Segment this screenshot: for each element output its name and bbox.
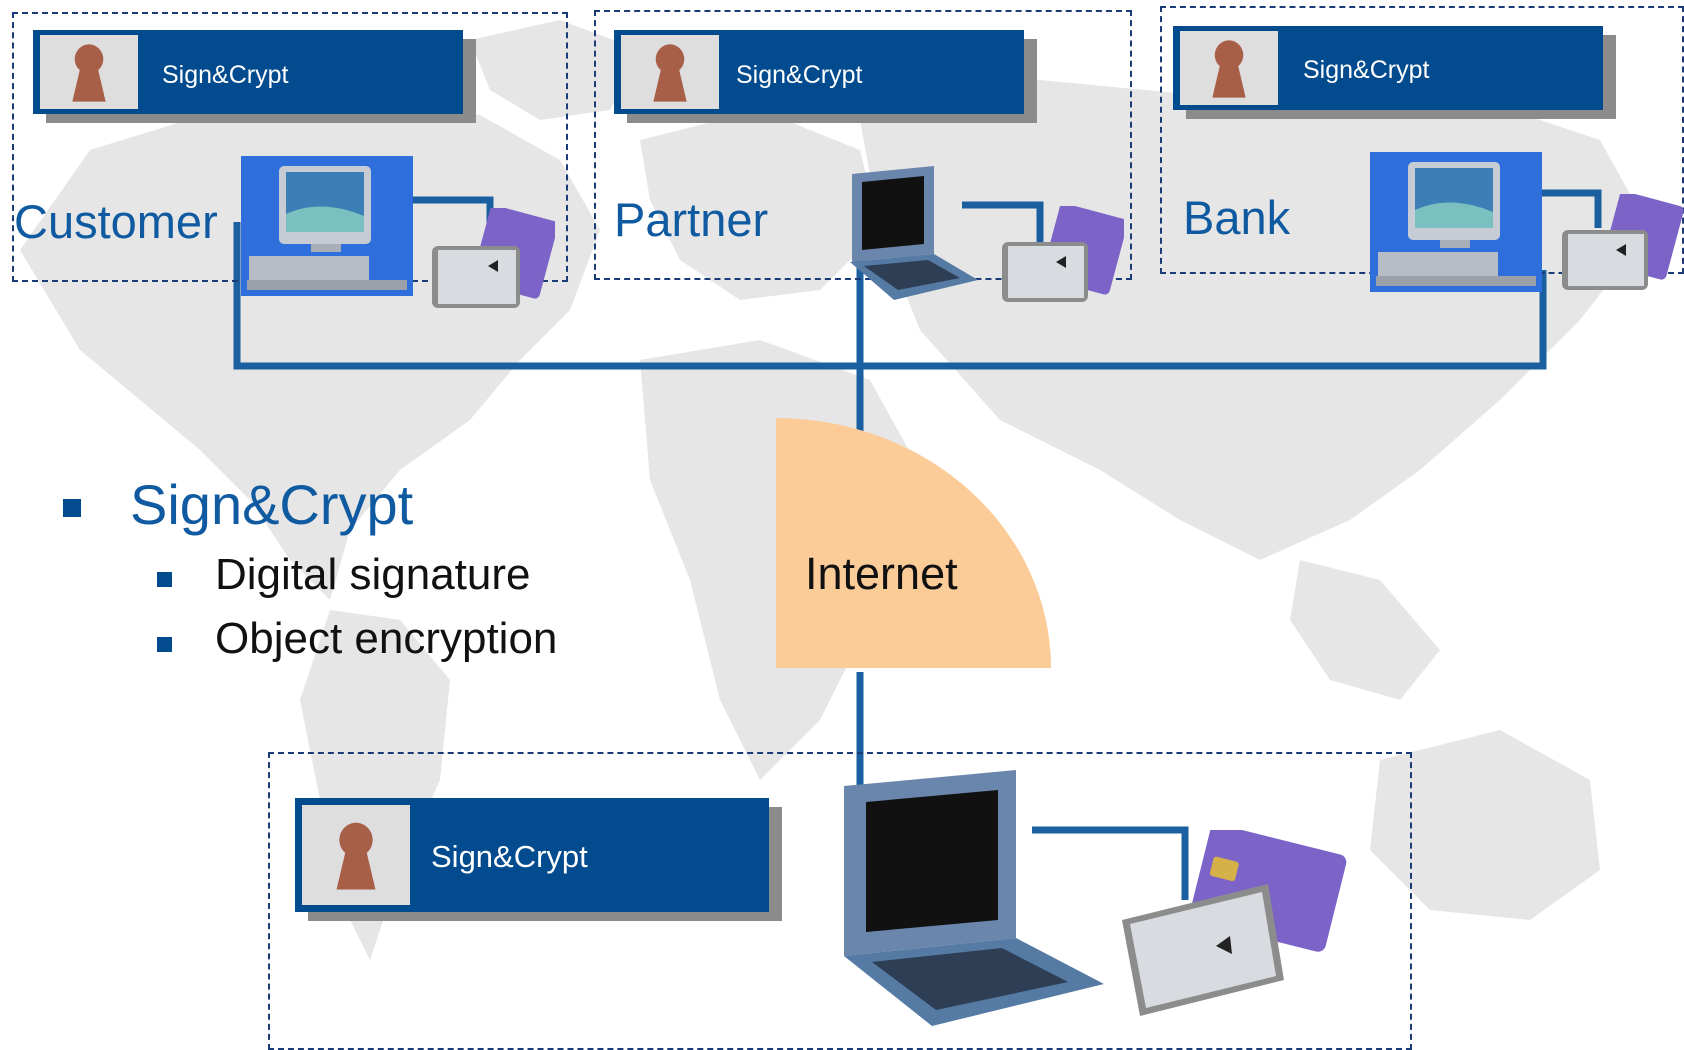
partner-zone <box>594 10 1132 280</box>
pc-card-reader-icon <box>1002 206 1124 302</box>
partner-sign-crypt-banner: Sign&Crypt <box>614 30 1024 114</box>
banner-label: Sign&Crypt <box>431 839 588 874</box>
southeast-asia-shape <box>1290 560 1440 700</box>
mobile-zone <box>268 752 1412 1050</box>
desktop-computer-icon <box>241 156 413 296</box>
partner-card-cable <box>962 201 1044 245</box>
keyhole-icon <box>621 35 719 109</box>
bank-sign-crypt-banner: Sign&Crypt <box>1173 26 1603 110</box>
feature-item: Object encryption <box>215 614 558 663</box>
north-america-shape <box>20 90 600 600</box>
banner-label: Sign&Crypt <box>162 61 289 89</box>
feature-item: Digital signature <box>215 550 531 599</box>
laptop-icon <box>844 770 1104 1026</box>
banner-label: Sign&Crypt <box>1303 56 1430 84</box>
feature-heading: Sign&Crypt <box>130 473 414 536</box>
bank-card-cable <box>1525 189 1602 228</box>
pc-card-reader-icon <box>432 208 555 308</box>
laptop-icon <box>850 166 978 300</box>
europe-shape <box>640 110 880 300</box>
partner-label: Partner <box>614 193 769 246</box>
main-bullet <box>63 499 81 517</box>
customer-label: Customer <box>14 195 218 248</box>
keyhole-icon <box>302 805 410 905</box>
bank-uplink-line <box>860 270 1547 370</box>
internet-cloud-shape <box>776 418 1051 668</box>
internet-label: Internet <box>805 548 958 599</box>
banner-label: Sign&Crypt <box>736 61 863 89</box>
desktop-computer-icon <box>1370 152 1542 292</box>
customer-sign-crypt-banner: Sign&Crypt <box>33 30 463 114</box>
customer-uplink-line <box>233 222 860 370</box>
keyhole-icon <box>1180 31 1278 105</box>
greenland-shape <box>470 20 640 120</box>
mobile-sign-crypt-banner: Sign&Crypt <box>295 798 769 912</box>
australia-shape <box>1370 730 1600 920</box>
sub-bullet <box>157 572 172 587</box>
keyhole-icon <box>40 35 138 109</box>
mobile-card-cable <box>1032 826 1189 900</box>
sub-bullet <box>157 637 172 652</box>
pc-card-reader-icon <box>1562 194 1684 290</box>
pc-card-reader-icon <box>1122 884 1284 1016</box>
bank-label: Bank <box>1183 191 1291 244</box>
